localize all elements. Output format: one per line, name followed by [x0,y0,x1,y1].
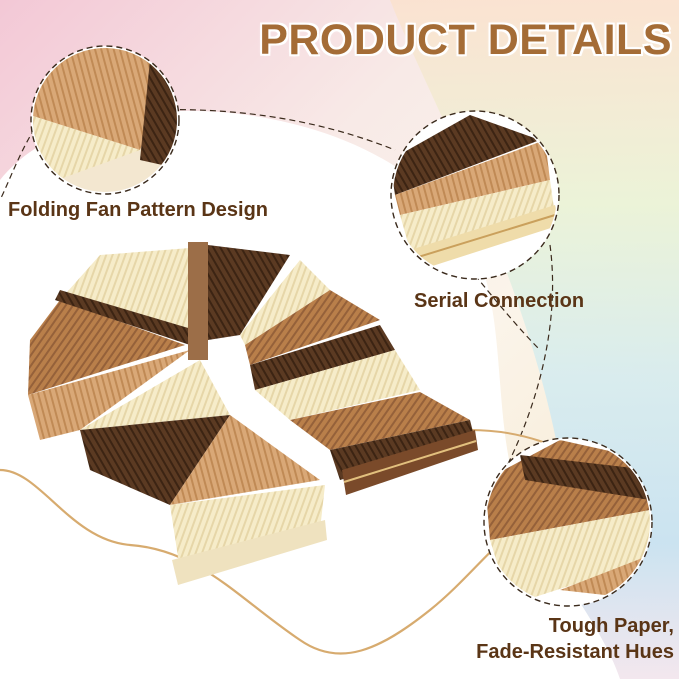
detail-circle-folding [30,45,180,195]
detail-circle-serial [390,110,560,280]
feature-label-paper-line1: Tough Paper, [548,615,674,637]
detail-circle-paper [483,437,653,607]
feature-label-paper: Tough Paper, Fade-Resistant Hues [446,613,674,665]
page-title: PRODUCT DETAILS [259,16,672,64]
feature-label-paper-line2: Fade-Resistant Hues [476,641,674,663]
feature-label-folding: Folding Fan Pattern Design [8,199,269,221]
feature-label-serial: Serial Connection [414,290,585,312]
